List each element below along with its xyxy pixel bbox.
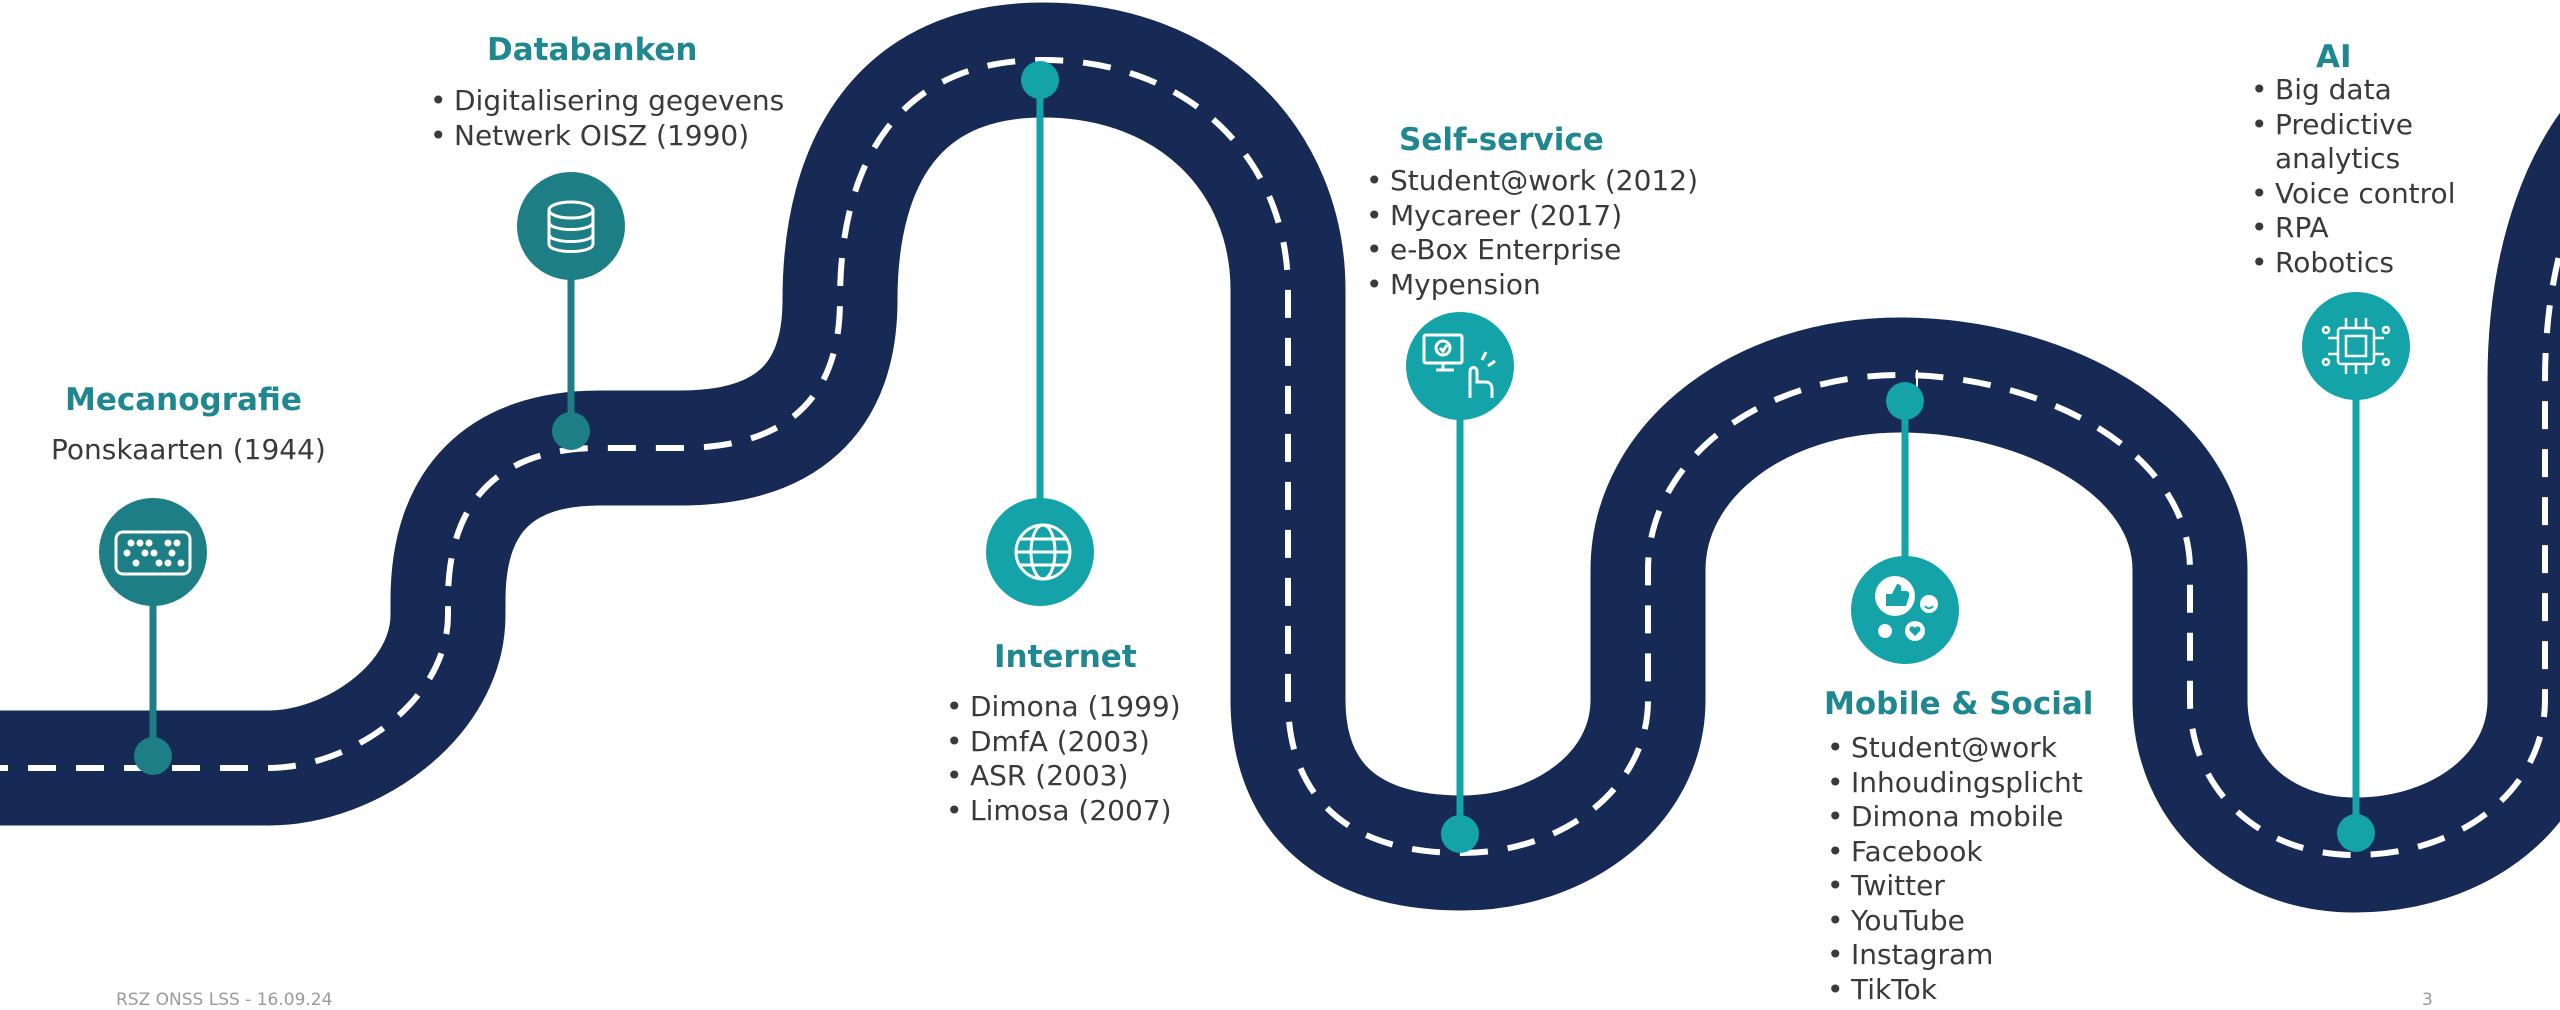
punch-card-icon bbox=[114, 530, 192, 576]
list-item: Dimona mobile bbox=[1827, 800, 2083, 835]
ai-chip-icon bbox=[2321, 318, 2391, 374]
list-item: Mypension bbox=[1366, 268, 1698, 303]
milestone-dot bbox=[1441, 815, 1479, 853]
list-item: RPA bbox=[2251, 211, 2481, 246]
milestone-dot bbox=[2337, 814, 2375, 852]
list-item: Student@work (2012) bbox=[1366, 164, 1698, 199]
computer-touch-icon bbox=[1422, 333, 1496, 398]
milestone-icon-circle bbox=[1406, 312, 1514, 420]
list-item: Predictive analytics bbox=[2251, 108, 2481, 177]
milestone-self-service bbox=[1406, 312, 1514, 853]
list-item: Mycareer (2017) bbox=[1366, 199, 1698, 234]
stage-title-databanken: Databanken bbox=[487, 32, 698, 68]
page-number: 3 bbox=[2422, 990, 2433, 1010]
list-item: Twitter bbox=[1827, 869, 2083, 904]
stage-list-ai: Big data Predictive analytics Voice cont… bbox=[2251, 73, 2481, 280]
list-item: ASR (2003) bbox=[946, 759, 1181, 794]
milestone-dot bbox=[1021, 61, 1059, 99]
stage-title-ai: AI bbox=[2316, 39, 2352, 75]
milestone-mobile-social bbox=[1851, 382, 1959, 664]
stage-title-mecanografie: Mecanografie bbox=[65, 382, 302, 418]
road-surface bbox=[0, 2, 2560, 913]
stage-list-databanken: Digitalisering gegevens Netwerk OISZ (19… bbox=[430, 84, 784, 153]
road-center-dashes bbox=[0, 56, 2560, 859]
list-item: Dimona (1999) bbox=[946, 690, 1181, 725]
milestone-internet bbox=[986, 61, 1094, 606]
list-item: Netwerk OISZ (1990) bbox=[430, 119, 784, 154]
list-item: DmfA (2003) bbox=[946, 725, 1181, 760]
stage-title-internet: Internet bbox=[994, 639, 1137, 675]
database-icon bbox=[547, 200, 595, 253]
milestone-icon-circle bbox=[517, 172, 625, 280]
milestone-dot bbox=[134, 737, 172, 775]
stage-list-internet: Dimona (1999) DmfA (2003) ASR (2003) Lim… bbox=[946, 690, 1181, 828]
stage-list-mobile-social: Student@work Inhoudingsplicht Dimona mob… bbox=[1827, 731, 2083, 1007]
social-media-icon bbox=[1875, 576, 1938, 641]
list-item: Inhoudingsplicht bbox=[1827, 766, 2083, 801]
list-item: Facebook bbox=[1827, 835, 2083, 870]
milestone-ai bbox=[2302, 292, 2410, 852]
list-item: Robotics bbox=[2251, 246, 2481, 281]
milestone-mecanografie bbox=[99, 498, 207, 775]
list-item: Limosa (2007) bbox=[946, 794, 1181, 829]
list-item: Digitalisering gegevens bbox=[430, 84, 784, 119]
road bbox=[0, 2, 2560, 913]
milestone-dot bbox=[552, 412, 590, 450]
stage-title-mobile-social: Mobile & Social bbox=[1824, 686, 2094, 722]
list-item: YouTube bbox=[1827, 904, 2083, 939]
milestone-icon-circle bbox=[2302, 292, 2410, 400]
list-item: Instagram bbox=[1827, 938, 2083, 973]
stage-title-self-service: Self-service bbox=[1399, 122, 1604, 158]
stage-list-self-service: Student@work (2012) Mycareer (2017) e-Bo… bbox=[1366, 164, 1698, 302]
list-item: TikTok bbox=[1827, 973, 2083, 1008]
milestone-databanken bbox=[517, 172, 625, 450]
list-item: Student@work bbox=[1827, 731, 2083, 766]
globe-icon bbox=[1014, 523, 1072, 581]
milestone-dot bbox=[1886, 382, 1924, 420]
stage-text-mecanografie: Ponskaarten (1944) bbox=[51, 433, 326, 466]
list-item: e-Box Enterprise bbox=[1366, 233, 1698, 268]
list-item: Voice control bbox=[2251, 177, 2481, 212]
list-item: Big data bbox=[2251, 73, 2481, 108]
footer-text: RSZ ONSS LSS - 16.09.24 bbox=[116, 990, 333, 1010]
